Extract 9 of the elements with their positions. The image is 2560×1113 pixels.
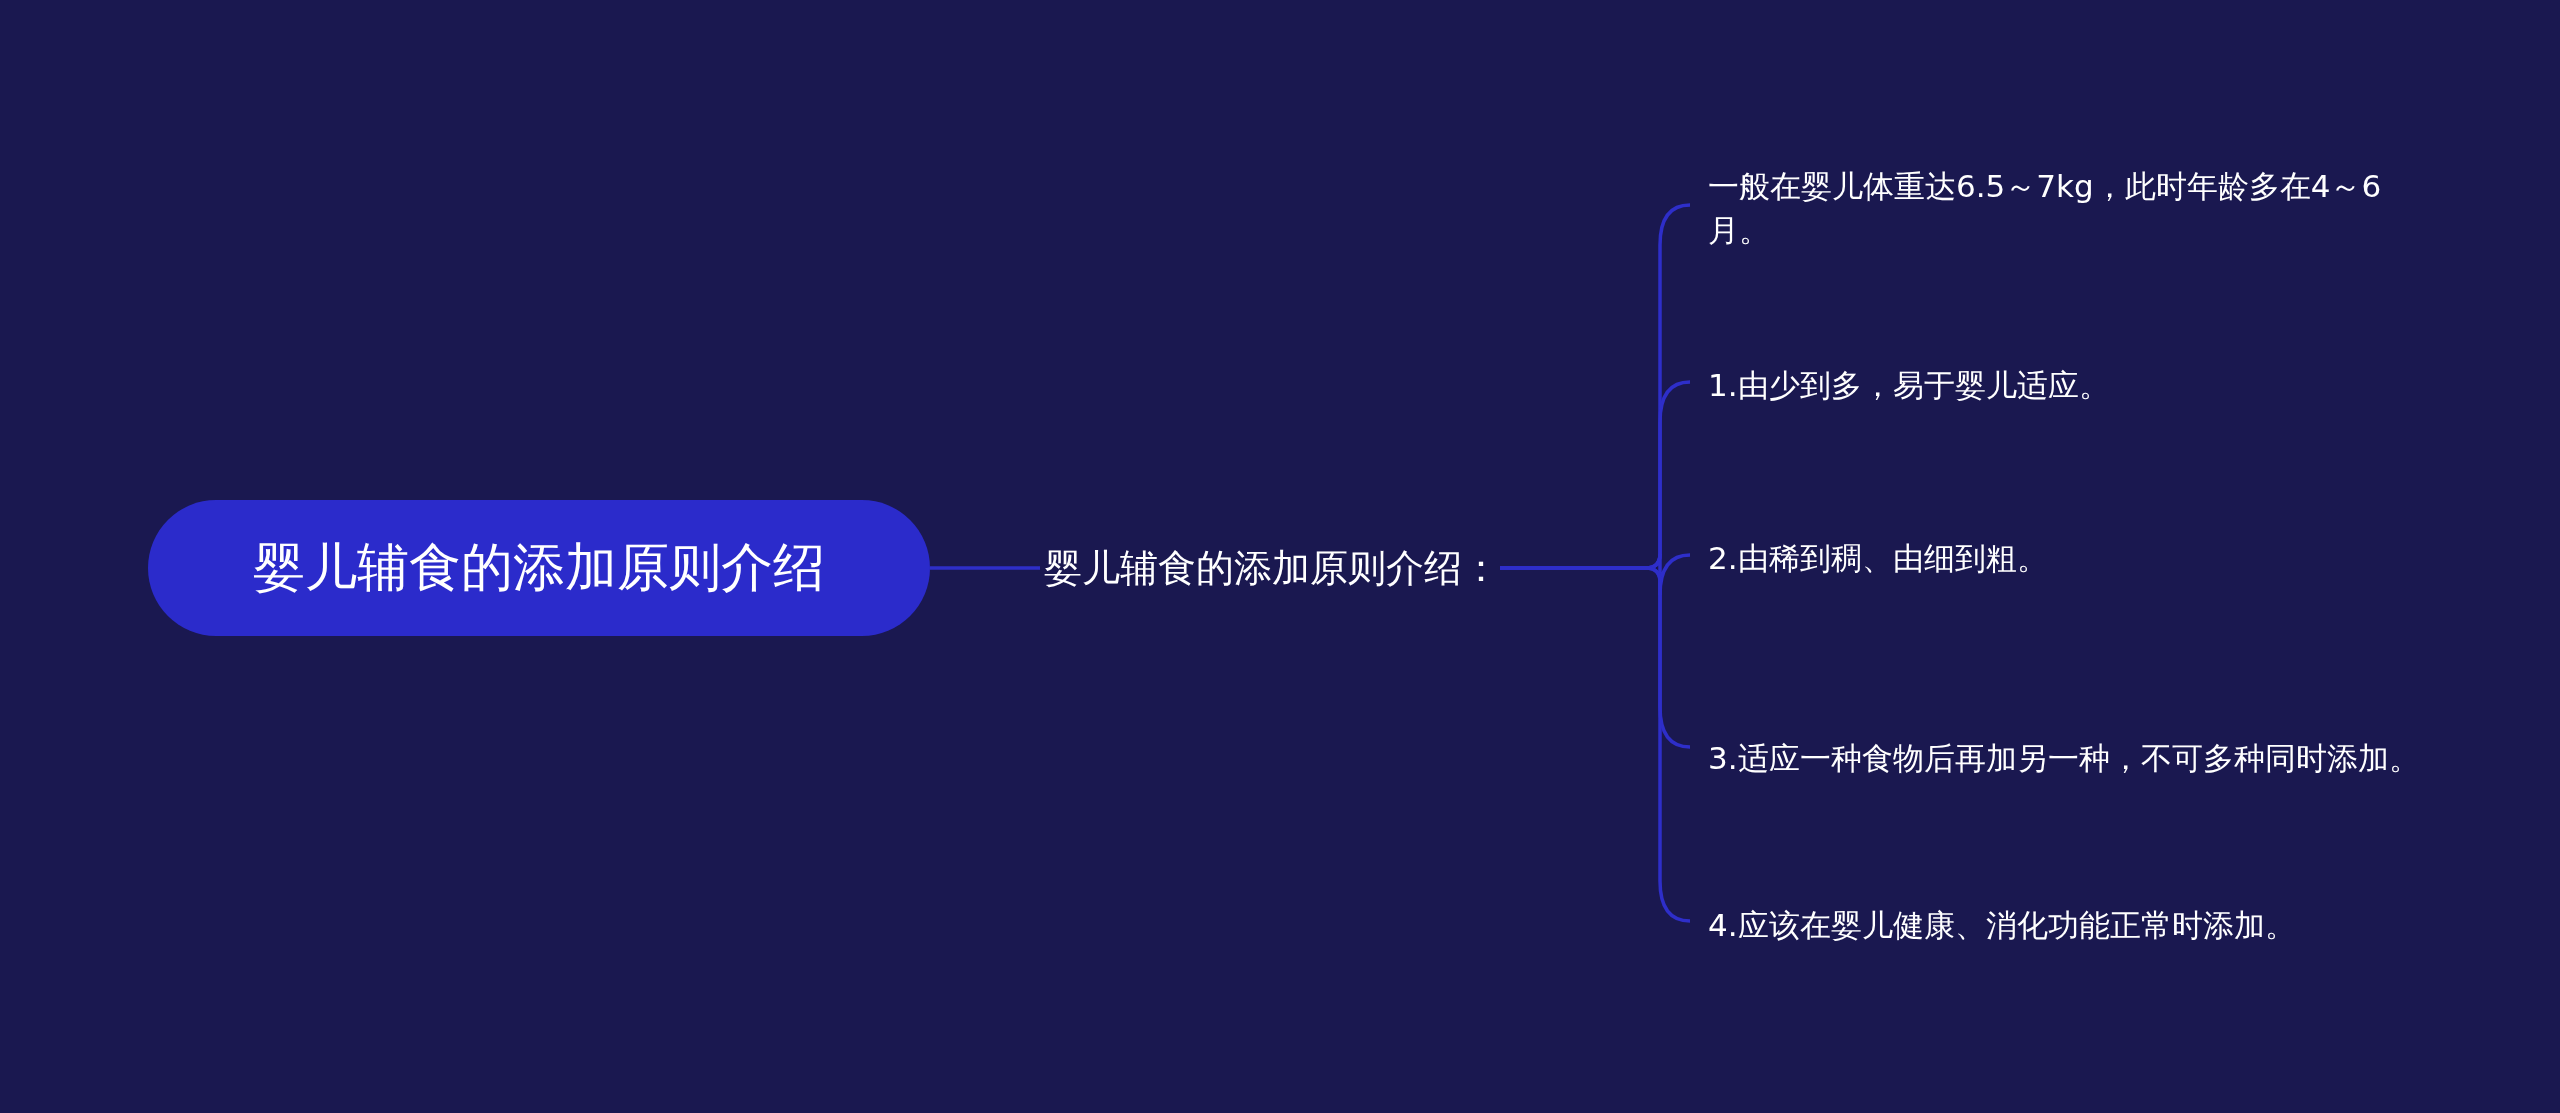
connector-line [1500,566,1691,923]
subtopic-text: 婴儿辅食的添加原则介绍： [1040,538,1500,598]
topic-box: 婴儿辅食的添加原则介绍 [148,500,930,636]
leaf-text: 4.应该在婴儿健康、消化功能正常时添加。 [1690,900,2430,950]
leaf-text: 1.由少到多，易于婴儿适应。 [1690,360,2430,410]
leaf-text: 3.适应一种食物后再加另一种，不可多种同时添加。 [1690,710,2430,806]
leaf-text: 一般在婴儿体重达6.5～7kg，此时年龄多在4～6月。 [1690,160,2430,256]
leaf-text: 2.由稀到稠、由细到粗。 [1690,510,2430,606]
connector-line [930,566,1040,570]
